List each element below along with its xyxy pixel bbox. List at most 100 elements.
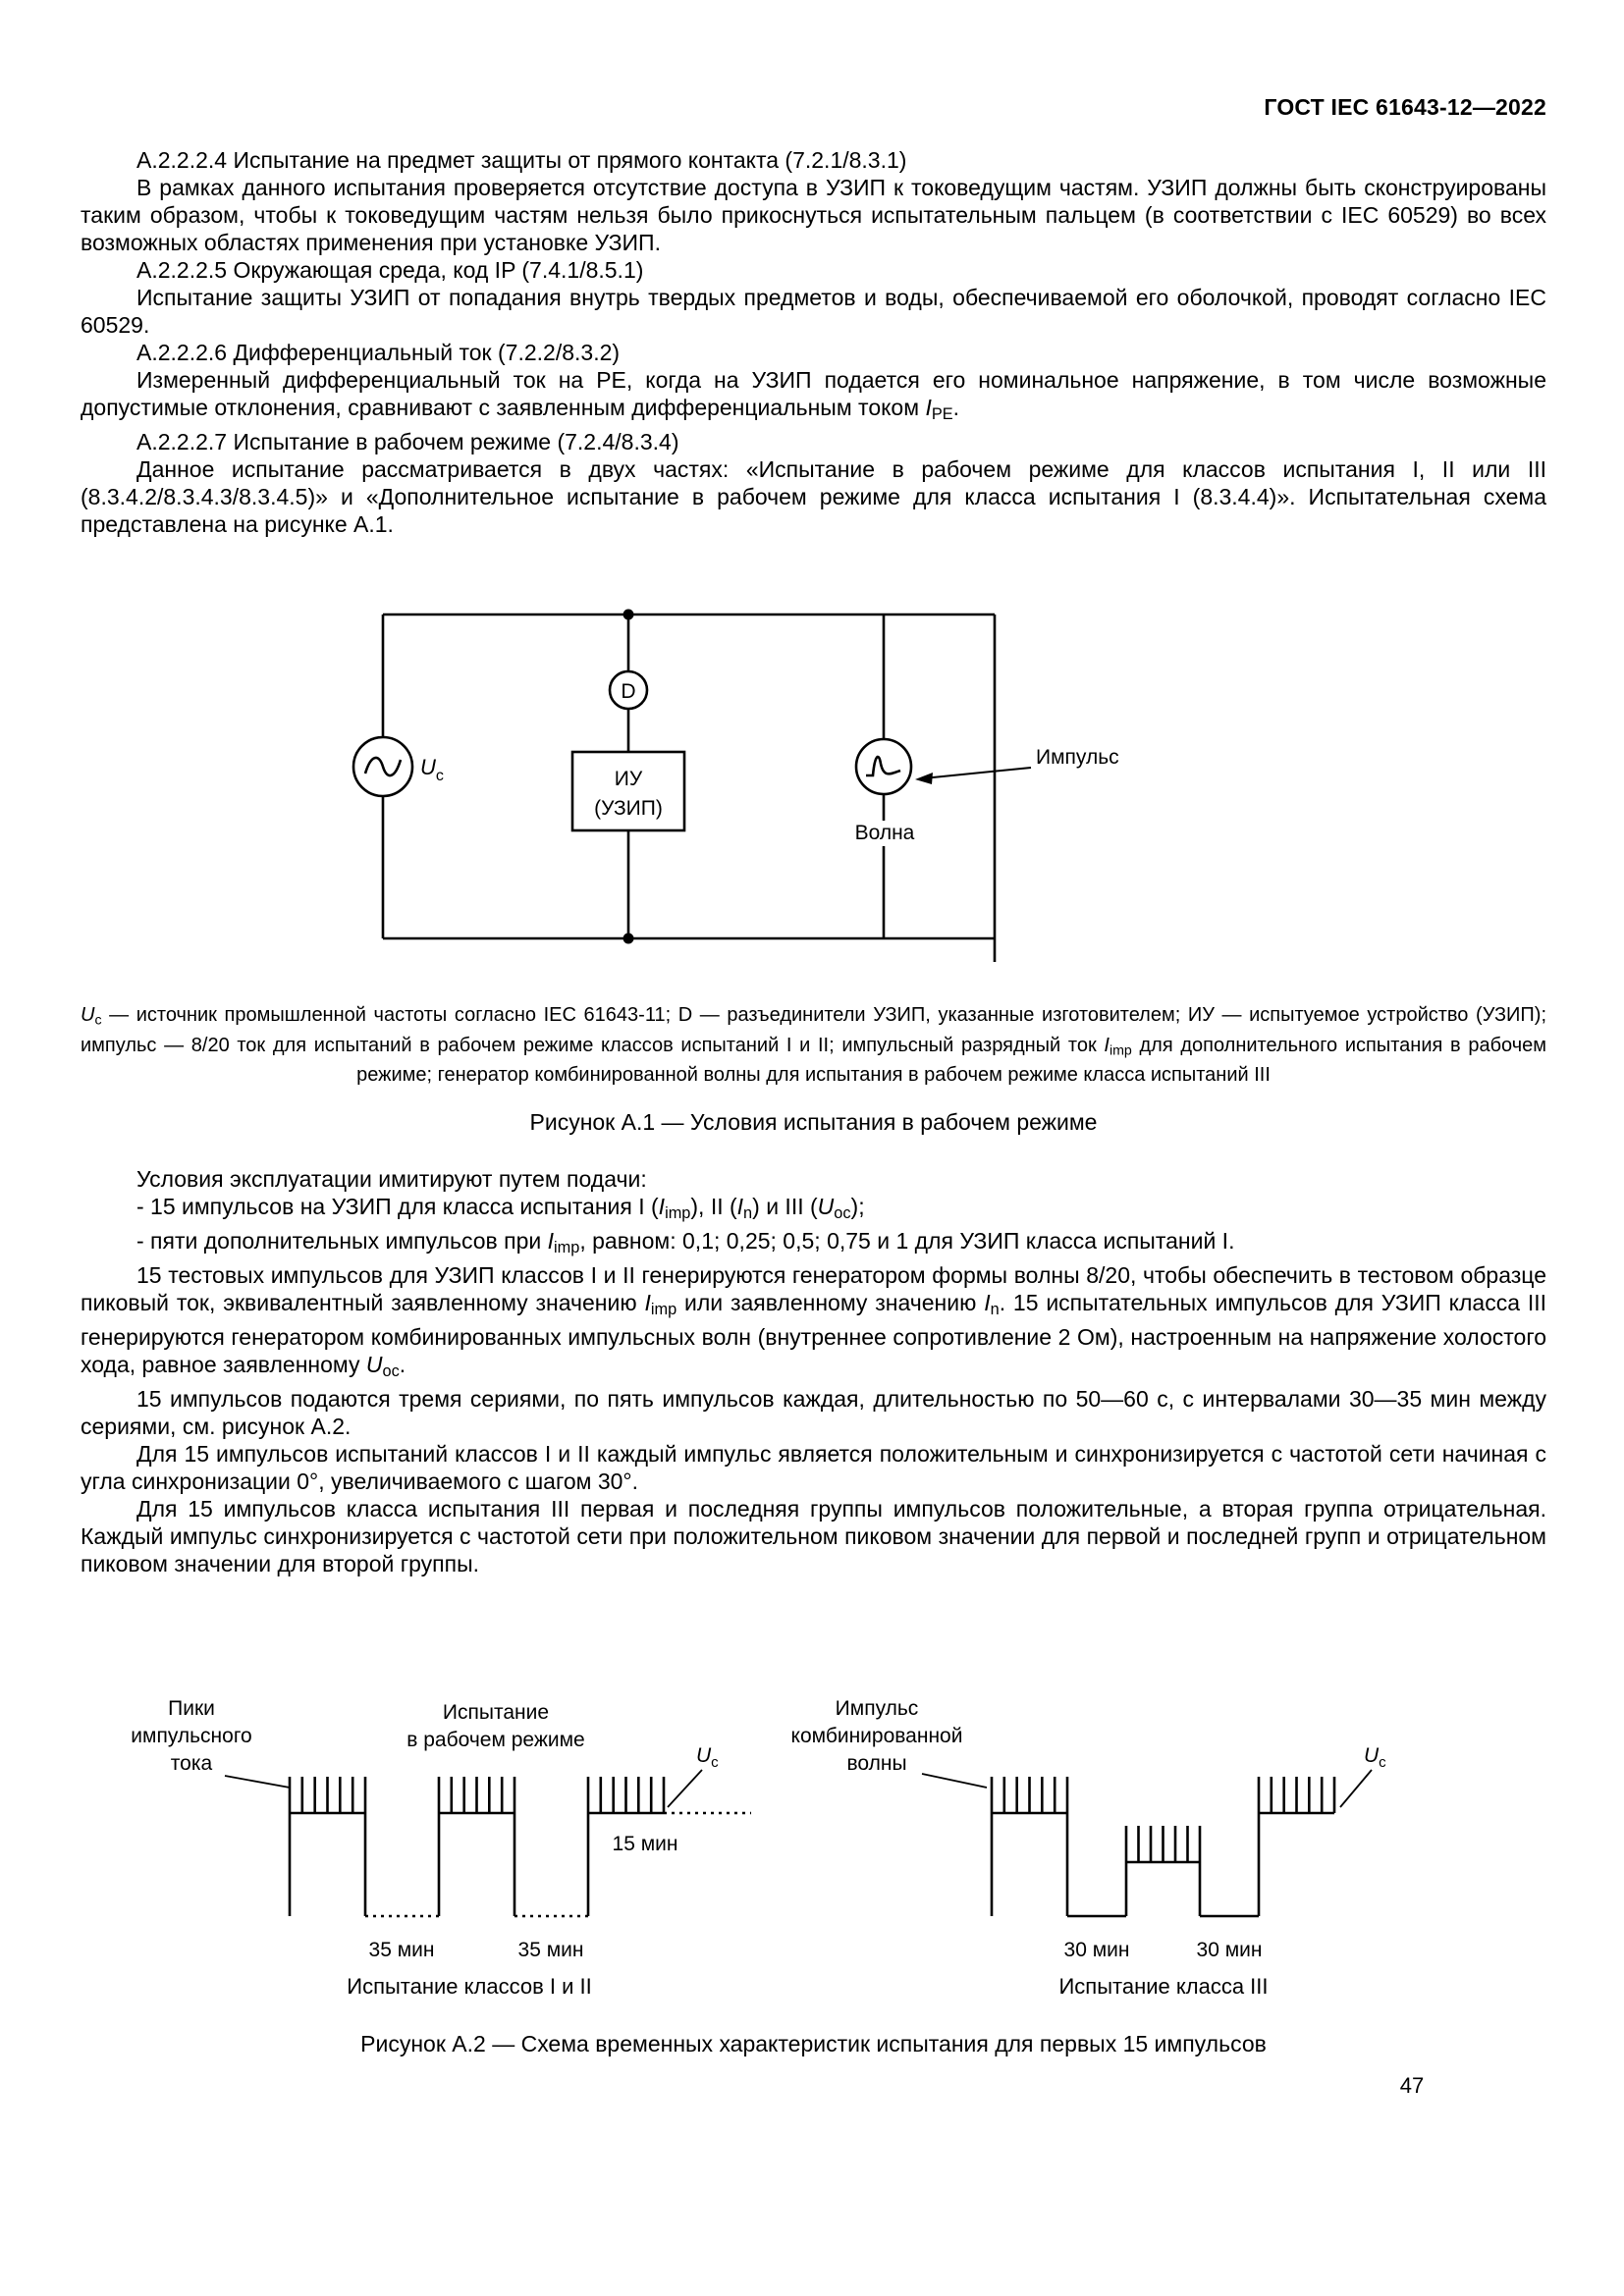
text-run: - 15 импульсов на УЗИП для класса испыта… (136, 1194, 659, 1220)
italic-text: I (1104, 1034, 1110, 1056)
paragraph: А.2.2.2.4 Испытание на предмет защиты от… (81, 146, 1546, 174)
text-run: , равном: 0,1; 0,25; 0,5; 0,75 и 1 для У… (579, 1228, 1235, 1255)
pulse-group (1257, 1777, 1336, 1917)
text-run: Для 15 импульсов класса испытания III пе… (81, 1496, 1546, 1577)
doc-number-header: ГОСТ IEC 61643-12—2022 (1264, 94, 1546, 120)
device-label-line1: ИУ (615, 768, 643, 790)
impulse-label: Импульс (1036, 746, 1119, 769)
text-run: или заявленному значению (677, 1290, 985, 1316)
text-run: - пяти дополнительных импульсов при (136, 1228, 548, 1255)
operating-test-label-line2: в рабочем режиме (406, 1729, 585, 1751)
text-run: . 15 испытательных импульсов для УЗИП кл… (81, 1290, 1547, 1378)
interval-35min-label-2: 35 мин (518, 1939, 584, 1961)
italic-text: I (984, 1290, 991, 1316)
page-number: 47 (1399, 2073, 1425, 2098)
text-run: А.2.2.2.6 Дифференциальный ток (7.2.2/8.… (136, 340, 621, 365)
pulse-group (586, 1777, 666, 1917)
figure-a1-circuit-diagram: Uc D ИУ (УЗИП) Волна Импульс (352, 609, 1119, 963)
figure-a1-caption: Uc — источник промышленной частоты согла… (81, 1003, 1546, 1088)
italic-text: I (658, 1194, 666, 1220)
device-under-test-box (570, 750, 686, 832)
text-run: ) и III ( (752, 1194, 818, 1220)
paragraph: Испытание защиты УЗИП от попадания внутр… (81, 284, 1546, 339)
operating-test-label-line1: Испытание (443, 1701, 549, 1724)
paragraph: А.2.2.2.7 Испытание в рабочем режиме (7.… (81, 428, 1546, 455)
uc-left-leader-line (667, 1769, 703, 1809)
paragraph: В рамках данного испытания проверяется о… (81, 174, 1546, 256)
text-run: . (399, 1352, 406, 1378)
text-run: 15 импульсов подаются тремя сериями, по … (81, 1386, 1546, 1440)
subscript-text: n (743, 1204, 753, 1223)
peaks-label-line1: Пики (168, 1697, 215, 1720)
body-text-block-2: Условия эксплуатации имитируют путем под… (81, 1165, 1546, 1577)
class-1-2-test-label: Испытание классов I и II (347, 1974, 591, 1999)
subscript-text: imp (650, 1301, 677, 1319)
paragraph: 15 импульсов подаются тремя сериями, по … (81, 1385, 1546, 1440)
peaks-label-line3: тока (171, 1752, 213, 1775)
italic-text: I (925, 395, 932, 420)
figure-a2-title: Рисунок А.2 — Схема временных характерис… (360, 2031, 1267, 2057)
wave-label: Волна (855, 822, 915, 844)
uc-source-label: Uc (420, 755, 444, 784)
pulse-group (288, 1777, 367, 1917)
text-run: Условия эксплуатации имитируют путем под… (136, 1166, 647, 1193)
page-content: ГОСТ IEC 61643-12—2022 А.2.2.2.4 Испытан… (81, 0, 1546, 2057)
combined-wave-label-line3: волны (846, 1752, 906, 1775)
interval-35min-label-1: 35 мин (369, 1939, 435, 1961)
interval-15min-label: 15 мин (613, 1833, 678, 1855)
text-run: А.2.2.2.7 Испытание в рабочем режиме (7.… (136, 429, 679, 455)
pulse-group-negative (1124, 1826, 1202, 1917)
uc-right-label: Uc (1364, 1744, 1386, 1771)
text-run: — источник промышленной частоты согласно… (81, 1004, 1546, 1056)
combined-wave-label-line2: комбинированной (791, 1725, 963, 1747)
pulse-group (990, 1777, 1069, 1917)
uc-right-leader-line (1339, 1769, 1373, 1809)
class-3-test-label: Испытание класса III (1058, 1974, 1268, 1999)
subscript-text: imp (554, 1239, 580, 1257)
italic-text: U (365, 1352, 383, 1378)
peaks-leader-line (224, 1775, 291, 1789)
subscript-text: imp (665, 1204, 691, 1223)
sine-wave-icon (363, 756, 403, 777)
paragraph: - пяти дополнительных импульсов при Iimp… (81, 1227, 1546, 1261)
paragraph: - 15 импульсов на УЗИП для класса испыта… (81, 1193, 1546, 1227)
pulse-group (437, 1777, 516, 1917)
subscript-text: oc (382, 1362, 400, 1381)
italic-text: I (644, 1290, 651, 1316)
figure-a1-title: Рисунок А.1 — Условия испытания в рабоче… (529, 1109, 1098, 1136)
body-text-block-1: А.2.2.2.4 Испытание на предмет защиты от… (81, 146, 1546, 538)
paragraph: 15 тестовых импульсов для УЗИП классов I… (81, 1261, 1546, 1385)
subscript-text: oc (834, 1204, 851, 1223)
text-run: ), II ( (690, 1194, 737, 1220)
italic-text: U (817, 1194, 835, 1220)
interval-30min-label-1: 30 мин (1064, 1939, 1130, 1961)
disconnector-label: D (621, 680, 635, 703)
combined-leader-line (921, 1773, 988, 1789)
italic-text: I (547, 1228, 555, 1255)
peaks-label-line2: импульсного (131, 1725, 251, 1747)
text-run: для дополнительного испытания в рабочем … (356, 1034, 1547, 1087)
impulse-arrow-line (922, 767, 1032, 780)
text-run: Для 15 импульсов испытаний классов I и I… (81, 1441, 1546, 1495)
paragraph: Для 15 импульсов испытаний классов I и I… (81, 1440, 1546, 1495)
disconnector-symbol (608, 669, 649, 711)
text-run: Испытание защиты УЗИП от попадания внутр… (81, 285, 1546, 338)
device-label-line2: (УЗИП) (594, 797, 663, 820)
junction-dot-bottom (623, 933, 634, 944)
paragraph: А.2.2.2.6 Дифференциальный ток (7.2.2/8.… (81, 339, 1546, 366)
figure-a2: Пики импульсного тока Испытание в рабоче… (81, 1685, 1546, 2019)
combined-wave-label-line1: Импульс (836, 1697, 919, 1720)
text-run: Измеренный дифференциальный ток на РЕ, к… (81, 367, 1546, 420)
text-run: 15 тестовых импульсов для УЗИП классов I… (81, 1262, 1546, 1316)
figure-a2-timing-diagram: Пики импульсного тока Испытание в рабоче… (131, 1697, 1386, 1999)
text-run: А.2.2.2.4 Испытание на предмет защиты от… (136, 147, 907, 173)
uc-left-label: Uc (696, 1744, 719, 1771)
paragraph: А.2.2.2.5 Окружающая среда, код IP (7.4.… (81, 256, 1546, 284)
impulse-wave-icon (866, 755, 901, 777)
text-run: . (952, 395, 960, 420)
subscript-text: PE (931, 405, 953, 424)
paragraph: Измеренный дифференциальный ток на РЕ, к… (81, 366, 1546, 428)
text-run: Данное испытание рассматривается в двух … (81, 456, 1546, 538)
paragraph: Данное испытание рассматривается в двух … (81, 455, 1546, 538)
